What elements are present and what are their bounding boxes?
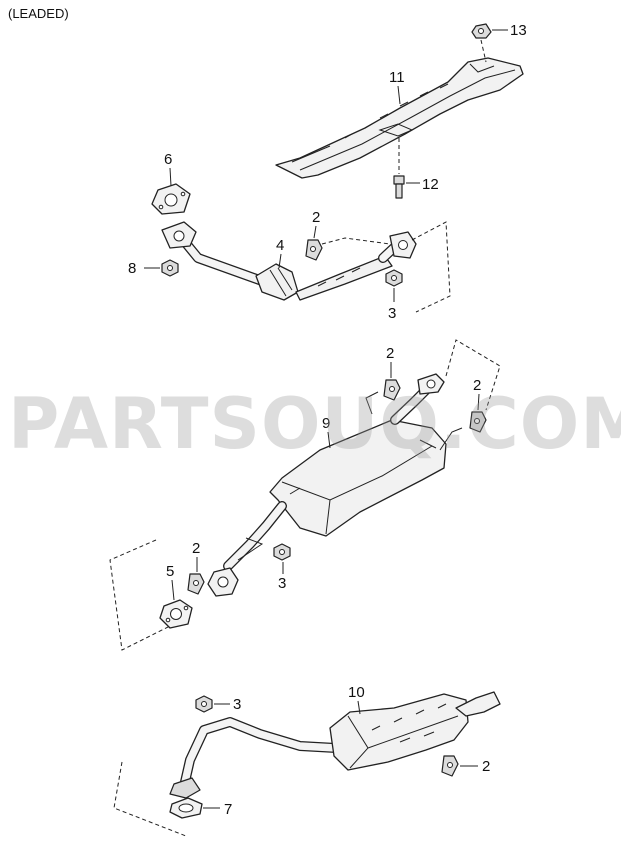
gasket-part-6[interactable] [151,183,191,215]
dash-box-middle [445,339,501,411]
leader-9 [327,431,331,449]
hanger-part-2-lower[interactable] [441,755,459,777]
nut-part-3-upper[interactable] [385,269,403,287]
gasket-part-5[interactable] [159,599,193,629]
callout-3a: 3 [388,305,396,322]
callout-2c: 2 [473,377,481,394]
bolt-part-12[interactable] [393,175,405,199]
callout-10: 10 [348,684,365,701]
leader-10 [357,700,361,715]
callout-2d: 2 [192,540,200,557]
callout-2b: 2 [386,345,394,362]
callout-12: 12 [422,176,439,193]
callout-3c: 3 [233,696,241,713]
callout-3b: 3 [278,575,286,592]
hanger-part-2-upper[interactable] [305,239,323,261]
leader-2a [313,225,317,239]
callout-7: 7 [224,801,232,818]
front-pipe-part-4[interactable] [161,221,417,301]
callout-11: 11 [389,69,405,86]
hanger-part-2-middle-c[interactable] [187,573,205,595]
main-muffler-part-10[interactable] [169,691,501,799]
callout-5: 5 [166,563,174,580]
gasket-part-7[interactable] [169,797,203,819]
callout-2e: 2 [482,758,490,775]
heat-protector-part-11[interactable] [275,57,524,179]
leader-4 [278,253,282,269]
leader-6 [169,167,172,187]
callout-13: 13 [510,22,527,39]
dash-box-middle-left [109,539,171,651]
callout-9: 9 [322,415,330,432]
nut-part-3-middle[interactable] [273,543,291,561]
center-muffler-part-9[interactable] [207,373,463,597]
nut-part-8[interactable] [161,259,179,277]
callout-2a: 2 [312,209,320,226]
diagram-caption: (LEADED) [8,6,69,21]
callout-4: 4 [276,237,284,254]
leader-11 [397,85,401,105]
dash-box-lower [113,761,187,837]
callout-8: 8 [128,260,136,277]
leader-2c [477,393,480,411]
nut-part-13[interactable] [471,23,492,39]
hanger-part-2-middle-a[interactable] [383,379,401,401]
dash-2a [321,237,391,245]
dash-13 [480,39,487,63]
dash-box-upper [411,221,451,313]
nut-part-3-lower[interactable] [195,695,213,713]
hanger-part-2-middle-b[interactable] [469,411,487,433]
leader-5 [171,579,175,601]
callout-6: 6 [164,151,172,168]
